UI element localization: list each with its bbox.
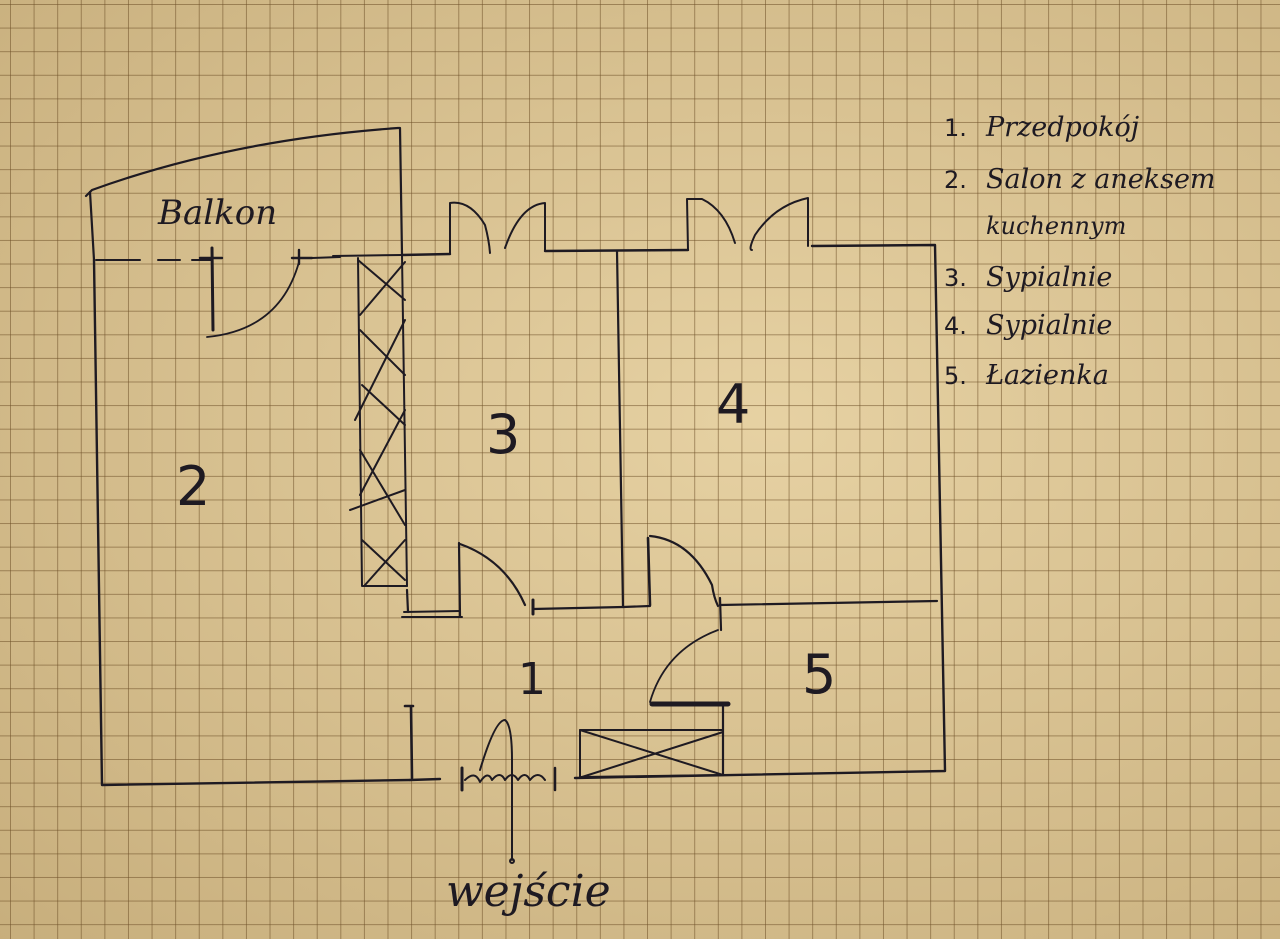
room-number-4: 4 (716, 373, 751, 436)
legend-item-3: 3. Sypialnie (944, 262, 1112, 293)
wardrobe-hatched (332, 254, 408, 587)
hallway-cabinet (579, 729, 724, 778)
legend-text: Sypialnie (986, 262, 1113, 293)
legend-number: 5. (944, 362, 967, 390)
legend-text: kuchennym (986, 212, 1127, 240)
balcony-label: Balkon (158, 193, 278, 233)
legend-number: 3. (944, 264, 967, 292)
room-4-door (621, 534, 939, 609)
top-doors-room-3 (449, 201, 546, 255)
room-number-5: 5 (802, 643, 837, 706)
entrance-label: wejście (446, 866, 611, 917)
wall-3-4 (615, 249, 625, 609)
legend-number: 1. (944, 114, 967, 142)
bathroom-door (649, 596, 731, 777)
legend-item-1: 1. Przedpokój (944, 112, 1139, 143)
legend-number: 4. (944, 312, 967, 340)
balcony-outline (84, 126, 404, 262)
balcony-door (198, 246, 314, 338)
room-number-3: 3 (486, 403, 521, 466)
hallway-wall-segment (403, 704, 415, 780)
legend-text: Przedpokój (986, 112, 1140, 143)
legend-item-4: 4. Sypialnie (944, 310, 1112, 341)
legend-item-2-continued: kuchennym (986, 212, 1126, 240)
top-doors-room-4 (686, 197, 809, 251)
legend-text: Łazienka (986, 360, 1109, 391)
entrance-door (460, 719, 557, 864)
room-number-2: 2 (176, 455, 211, 518)
legend-number: 2. (944, 166, 967, 194)
legend-item-5: 5. Łazienka (944, 360, 1109, 391)
room-number-1: 1 (518, 654, 546, 705)
legend-text: Salon z aneksem (986, 164, 1216, 195)
room-3-door (401, 541, 625, 618)
legend-text: Sypialnie (986, 310, 1113, 341)
legend-item-2: 2. Salon z aneksem (944, 164, 1216, 195)
